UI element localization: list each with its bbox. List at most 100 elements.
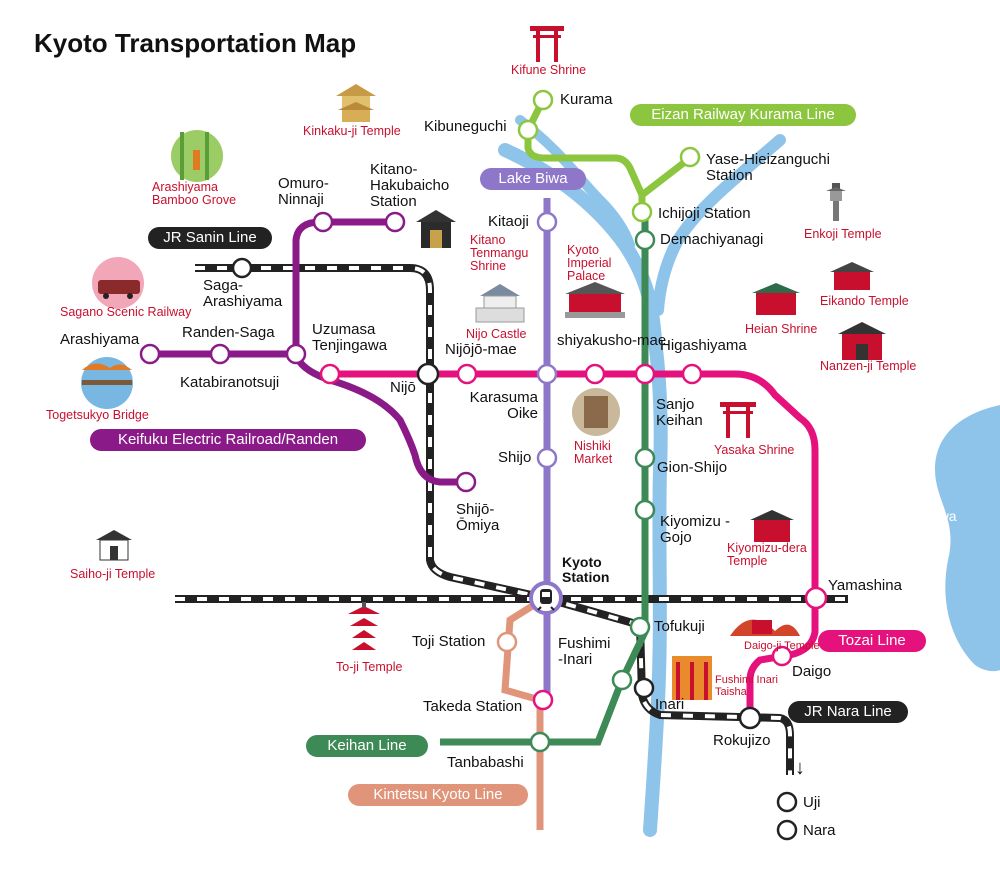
station-tanbabashi: [529, 731, 551, 753]
fushimi-inari-icon: [672, 656, 712, 700]
kinkakuji-icon: [336, 84, 376, 122]
station-label-kyoto-station[interactable]: Kyoto Station: [562, 554, 610, 585]
station-toji: [496, 631, 518, 653]
landmark-kyoto-palace[interactable]: Kyoto Imperial Palace: [567, 243, 612, 284]
landmark-daigoji[interactable]: Daigo-ji Temple: [744, 640, 820, 652]
station-label-shijo[interactable]: Shijo: [498, 449, 532, 466]
station-shijo-omiya: [455, 471, 477, 493]
station-label-katabiranotsuji[interactable]: Katabiranotsuji: [180, 374, 280, 391]
station-label-omuro[interactable]: Omuro-Ninnaji: [278, 175, 329, 208]
station-label-demachiyanagi[interactable]: Demachiyanagi: [660, 231, 764, 248]
toji-pagoda-icon: [348, 602, 380, 650]
station-kiyomizu-gojo: [634, 499, 656, 521]
station-label-kitaoji[interactable]: Kitaoji: [488, 213, 529, 230]
station-label-toji[interactable]: Toji Station: [412, 633, 486, 650]
station-label-kiyomizu-gojo[interactable]: Kiyomizu -Gojo: [660, 513, 731, 546]
lake-biwa-line-label[interactable]: Lake Biwa: [480, 168, 586, 190]
station-fushimi-inari: [611, 669, 633, 691]
jr-sanin-line-label[interactable]: JR Sanin Line: [148, 227, 272, 249]
station-label-higashiyama[interactable]: Higashiyama: [660, 337, 747, 354]
station-label-nijo[interactable]: Nijō: [390, 379, 416, 396]
landmark-bamboo[interactable]: Arashiyama Bamboo Grove: [152, 180, 237, 208]
station-label-arashiyama[interactable]: Arashiyama: [60, 331, 140, 348]
station-kitano: [384, 211, 406, 233]
station-label-tanbabashi[interactable]: Tanbabashi: [447, 754, 524, 771]
station-label-daigo[interactable]: Daigo: [792, 663, 832, 680]
takano-river: [652, 134, 786, 316]
station-yase: [679, 146, 701, 168]
station-label-inari[interactable]: Inari: [655, 696, 685, 713]
station-label-karasuma-oike[interactable]: Karasuma Oike: [469, 389, 538, 422]
imperial-palace-icon: [565, 282, 625, 318]
station-label-gion-shijo[interactable]: Gion-Shijo: [657, 459, 728, 476]
station-kitaoji: [536, 211, 558, 233]
keihan-line-route: [440, 212, 649, 746]
southbound-arrow: ↓: [795, 757, 805, 779]
station-label-saga[interactable]: Saga-Arashiyama: [203, 277, 283, 310]
station-shiyakusho: [584, 363, 606, 385]
lake-biwa-shape: [935, 405, 1000, 672]
station-label-uzumasa[interactable]: Uzumasa Tenjingawa: [312, 321, 388, 354]
station-sanjo-keihan: [634, 363, 656, 385]
eikando-icon: [830, 262, 874, 290]
landmark-heian[interactable]: Heian Shrine: [745, 322, 818, 336]
landmark-togetsukyo[interactable]: Togetsukyo Bridge: [46, 408, 149, 422]
jr-nara-line-label[interactable]: JR Nara Line: [788, 701, 908, 723]
station-label-kurama[interactable]: Kurama: [560, 91, 613, 108]
station-yamashina: [804, 586, 828, 610]
station-label-yase[interactable]: Yase-Hieizanguchi Station: [706, 151, 830, 184]
station-shijo: [536, 447, 558, 469]
station-saga: [231, 257, 253, 279]
kurama-line-route: [524, 98, 693, 212]
station-daigo: [771, 645, 793, 667]
upper-river: [515, 115, 635, 250]
landmark-fushimi-taisha[interactable]: Fushimi Inari Taisha: [715, 674, 778, 698]
landmark-kitano-tenmangu[interactable]: Kitano Tenmangu Shrine: [470, 233, 529, 274]
keihan-line-label[interactable]: Keihan Line: [306, 735, 428, 757]
station-label-ichijoji[interactable]: Ichijoji Station: [658, 205, 751, 222]
station-gion-shijo: [634, 447, 656, 469]
tozai-line-label[interactable]: Tozai Line: [818, 630, 926, 652]
station-label-shijo-omiya[interactable]: Shijō-Ōmiya: [456, 501, 500, 534]
landmark-kinkakuji[interactable]: Kinkaku-ji Temple: [303, 124, 401, 138]
station-uji: [776, 791, 798, 813]
station-demachiyanagi: [634, 229, 656, 251]
kyoto-station-hub: [529, 581, 563, 615]
landmark-yasaka[interactable]: Yasaka Shrine: [714, 443, 795, 457]
saihoji-icon: [96, 530, 132, 561]
station-label-randen-saga[interactable]: Randen-Saga: [182, 324, 275, 341]
station-inari: [633, 677, 655, 699]
station-label-kibuneguchi[interactable]: Kibuneguchi: [424, 118, 507, 135]
landmark-enkoji[interactable]: Enkoji Temple: [804, 227, 882, 241]
landmark-kifune[interactable]: Kifune Shrine: [511, 63, 587, 77]
jr-lines: [175, 264, 848, 775]
landmark-saihoji[interactable]: Saiho-ji Temple: [70, 567, 156, 581]
sagano-railway-icon: [92, 257, 144, 309]
station-label-kitano[interactable]: Kitano-Hakubaicho Station: [370, 161, 450, 210]
kiyomizu-dera-icon: [750, 510, 794, 542]
landmark-toji-temple[interactable]: To-ji Temple: [336, 660, 403, 674]
landmark-eikando[interactable]: Eikando Temple: [820, 294, 909, 308]
station-label-shiyakusho[interactable]: shiyakusho-mae: [557, 332, 667, 349]
station-uzumasa: [319, 363, 341, 385]
station-label-yamashina[interactable]: Yamashina: [828, 577, 902, 594]
station-label-tofukuji[interactable]: Tofukuji: [654, 618, 705, 635]
station-label-fushimi-inari[interactable]: Fushimi -Inari: [558, 635, 611, 668]
landmark-nijo-castle[interactable]: Nijo Castle: [466, 327, 527, 341]
landmark-kiyomizu-dera[interactable]: Kiyomizu-dera Temple: [727, 541, 807, 569]
kurama-line-label[interactable]: Eizan Railway Kurama Line: [630, 104, 856, 126]
station-label-nara[interactable]: Nara: [803, 822, 836, 839]
yasaka-torii-icon: [720, 402, 756, 438]
station-label-sanjo-keihan[interactable]: Sanjo Keihan: [656, 396, 703, 429]
station-label-uji[interactable]: Uji: [803, 794, 821, 811]
station-label-nijojo-mae[interactable]: Nijōjō-mae: [445, 341, 517, 358]
station-kurama: [532, 89, 554, 111]
landmark-nanzenji[interactable]: Nanzen-ji Temple: [820, 359, 917, 373]
jr-nara-line: [543, 594, 794, 775]
landmark-nishiki[interactable]: Nishiki Market: [574, 439, 613, 467]
landmark-sagano[interactable]: Sagano Scenic Railway: [60, 305, 192, 319]
keifuku-line-label[interactable]: Keifuku Electric Railroad/Randen: [90, 429, 366, 451]
station-label-rokujizo[interactable]: Rokujizo: [713, 732, 771, 749]
station-label-takeda[interactable]: Takeda Station: [423, 698, 523, 715]
kintetsu-line-label[interactable]: Kintetsu Kyoto Line: [348, 784, 528, 806]
